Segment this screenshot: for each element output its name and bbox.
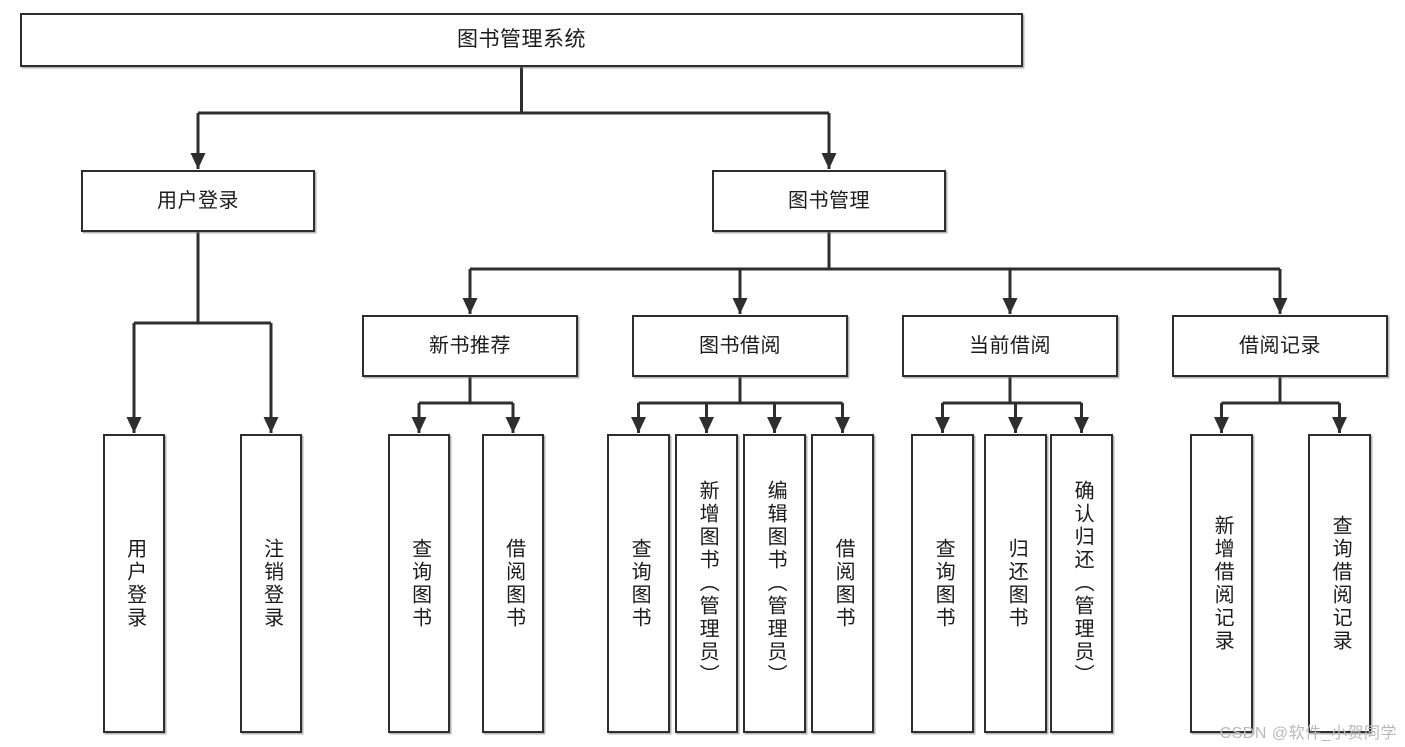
leaf-return-book-label: 归还图书 [1005, 537, 1028, 630]
leaf-edit-book-admin[interactable]: 编辑图书（管理员） [743, 434, 806, 733]
leaf-edit-book-admin-label: 编辑图书（管理员） [764, 480, 787, 687]
leaf-user-logout[interactable]: 注销登录 [240, 434, 302, 733]
leaf-add-book-admin[interactable]: 新增图书（管理员） [675, 434, 738, 733]
leaf-confirm-return-admin-label: 确认归还（管理员） [1071, 480, 1094, 687]
leaf-query-book-borrow-label: 查询图书 [628, 537, 651, 630]
leaf-user-logout-label: 注销登录 [260, 537, 283, 630]
node-root[interactable]: 图书管理系统 [20, 13, 1023, 67]
leaf-add-borrow-record[interactable]: 新增借阅记录 [1190, 434, 1253, 733]
node-new-book-recommend[interactable]: 新书推荐 [362, 315, 578, 377]
leaf-borrow-book-recommend[interactable]: 借阅图书 [482, 434, 544, 733]
leaf-return-book[interactable]: 归还图书 [984, 434, 1047, 733]
node-current-borrow-label: 当前借阅 [969, 334, 1051, 357]
leaf-user-login[interactable]: 用户登录 [103, 434, 165, 733]
leaf-query-book-current-label: 查询图书 [932, 537, 955, 630]
leaf-query-book-current[interactable]: 查询图书 [911, 434, 974, 733]
node-new-book-recommend-label: 新书推荐 [429, 334, 511, 357]
leaf-add-book-admin-label: 新增图书（管理员） [696, 480, 719, 687]
leaf-query-book-recommend-label: 查询图书 [408, 537, 431, 630]
leaf-user-login-label: 用户登录 [123, 537, 146, 630]
leaf-query-book-borrow[interactable]: 查询图书 [607, 434, 670, 733]
leaf-borrow-book[interactable]: 借阅图书 [811, 434, 874, 733]
leaf-query-borrow-record-label: 查询借阅记录 [1329, 514, 1352, 653]
node-book-borrow-label: 图书借阅 [699, 334, 781, 357]
leaf-confirm-return-admin[interactable]: 确认归还（管理员） [1050, 434, 1113, 733]
node-book-management[interactable]: 图书管理 [712, 170, 946, 232]
leaf-query-borrow-record[interactable]: 查询借阅记录 [1308, 434, 1371, 733]
leaf-query-book-recommend[interactable]: 查询图书 [388, 434, 450, 733]
leaf-add-borrow-record-label: 新增借阅记录 [1211, 514, 1234, 653]
node-user-login[interactable]: 用户登录 [81, 170, 315, 232]
node-borrow-record-label: 借阅记录 [1239, 334, 1321, 357]
node-book-management-label: 图书管理 [788, 189, 870, 212]
leaf-borrow-book-recommend-label: 借阅图书 [502, 537, 525, 630]
node-borrow-record[interactable]: 借阅记录 [1172, 315, 1388, 377]
node-book-borrow[interactable]: 图书借阅 [632, 315, 848, 377]
leaf-borrow-book-label: 借阅图书 [832, 537, 855, 630]
node-user-login-label: 用户登录 [157, 189, 239, 212]
node-root-label: 图书管理系统 [457, 28, 586, 52]
watermark: CSDN @软件_小贺同学 [1219, 725, 1397, 742]
node-current-borrow[interactable]: 当前借阅 [902, 315, 1118, 377]
